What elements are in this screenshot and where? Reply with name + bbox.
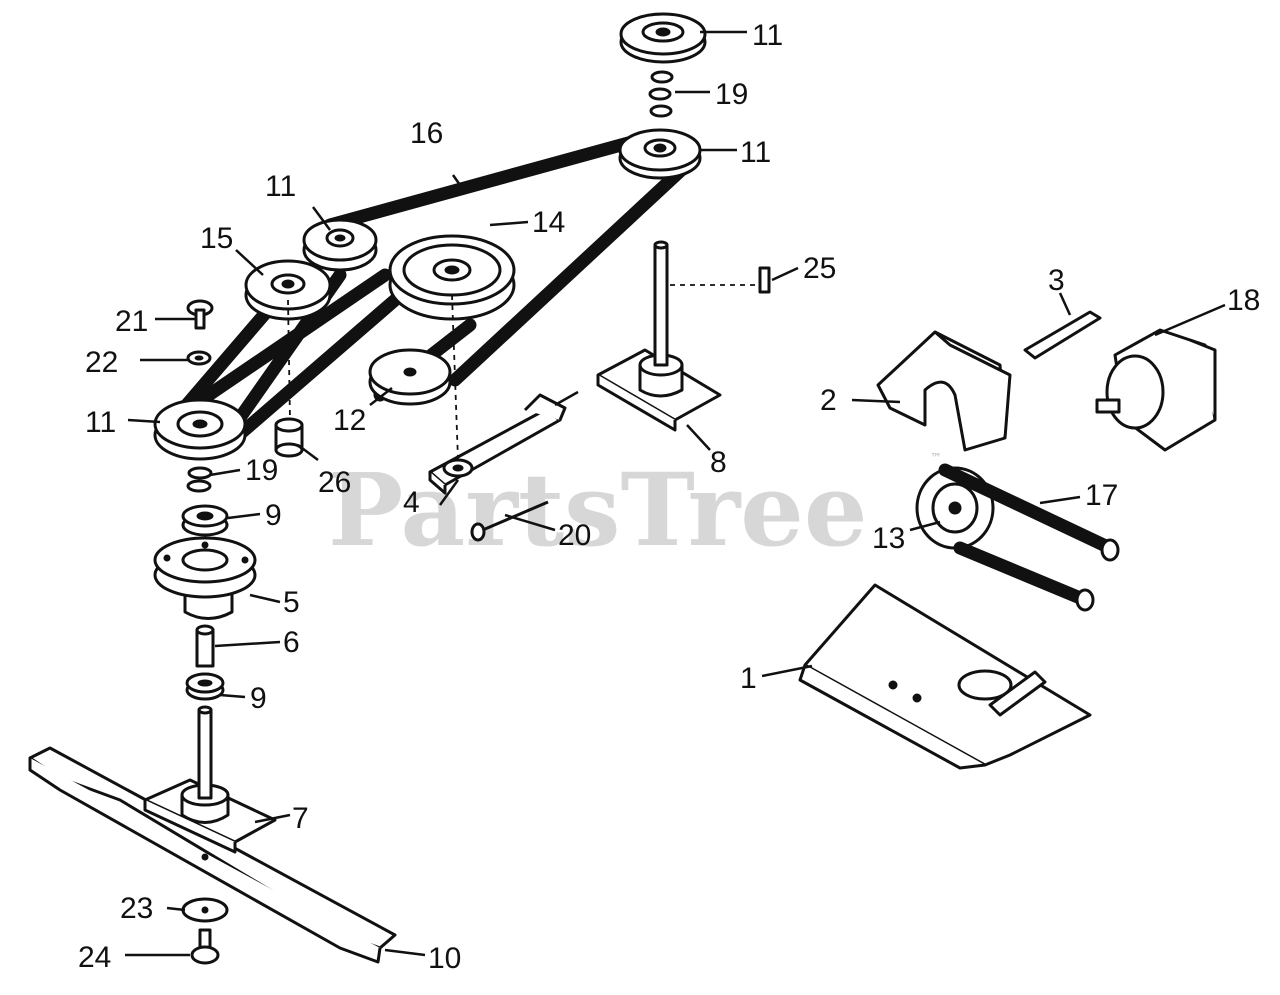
callout-26: 26 xyxy=(318,466,351,499)
callout-18: 18 xyxy=(1227,284,1260,317)
spindle-8[interactable] xyxy=(596,240,722,432)
callout-22: 22 xyxy=(85,346,118,379)
callout-19-top: 19 xyxy=(715,78,748,111)
pulley-15[interactable] xyxy=(244,259,332,321)
callout-5: 5 xyxy=(283,586,300,619)
callout-21: 21 xyxy=(115,305,148,338)
callout-6: 6 xyxy=(283,626,300,659)
callout-2: 2 xyxy=(820,384,837,417)
callout-3: 3 xyxy=(1048,264,1065,297)
callout-9-upper: 9 xyxy=(265,499,282,532)
belt-guard-2[interactable] xyxy=(876,330,1012,452)
callout-20: 20 xyxy=(558,519,591,552)
callout-11-lower-left: 11 xyxy=(85,406,116,439)
callout-17: 17 xyxy=(1085,479,1118,512)
idler-bracket-4[interactable] xyxy=(428,393,567,495)
callout-7: 7 xyxy=(292,802,309,835)
gearbox-18[interactable] xyxy=(1095,328,1217,452)
callout-25: 25 xyxy=(803,252,836,285)
callout-13: 13 xyxy=(872,522,905,555)
shaft-6[interactable] xyxy=(195,624,215,668)
washers-19-top[interactable] xyxy=(648,70,674,118)
washers-19-lower[interactable] xyxy=(186,466,213,493)
spindle-housing-5[interactable] xyxy=(153,536,257,620)
callout-9-lower: 9 xyxy=(250,682,267,715)
bracket-leader xyxy=(554,390,579,407)
callout-1: 1 xyxy=(740,662,757,695)
bearing-9-upper[interactable] xyxy=(181,504,229,537)
spindle-assembly-7[interactable] xyxy=(143,705,277,854)
callout-11-top: 11 xyxy=(752,19,783,52)
callout-15: 15 xyxy=(200,222,233,255)
callout-19-lower: 19 xyxy=(245,454,278,487)
callout-16: 16 xyxy=(410,117,443,150)
axis-line-26 xyxy=(287,299,291,421)
callout-24: 24 xyxy=(78,941,111,974)
pulley-12[interactable] xyxy=(368,348,452,406)
pulley-14[interactable] xyxy=(388,234,516,321)
blade-10[interactable] xyxy=(28,746,397,964)
watermark-trademark: ™ xyxy=(930,451,942,465)
pulley-11-lower-left[interactable] xyxy=(153,398,247,461)
plate-3[interactable] xyxy=(1023,310,1102,360)
pulley-11-upper-left[interactable] xyxy=(302,218,378,272)
callout-11-upper-left: 11 xyxy=(265,170,296,203)
key-25[interactable] xyxy=(758,266,771,294)
leader-lines xyxy=(125,30,1226,957)
callout-23: 23 xyxy=(120,892,153,925)
callout-12: 12 xyxy=(333,404,366,437)
bolt-21[interactable] xyxy=(186,299,214,330)
washer-23[interactable] xyxy=(181,897,229,923)
callout-4: 4 xyxy=(403,486,420,519)
callout-11-right: 11 xyxy=(740,136,771,169)
pulley-11-right[interactable] xyxy=(618,128,702,180)
spacer-26[interactable] xyxy=(274,417,304,458)
deck-section-1[interactable] xyxy=(798,583,1092,770)
callouts: 11 19 11 16 11 15 14 21 22 11 12 26 19 9… xyxy=(78,19,1260,975)
callout-14: 14 xyxy=(532,206,565,239)
callout-10: 10 xyxy=(428,942,461,975)
bolt-24[interactable] xyxy=(190,928,220,965)
washer-22[interactable] xyxy=(186,350,212,366)
watermark: PartsTree xyxy=(328,451,868,569)
bearing-9-lower[interactable] xyxy=(185,672,225,701)
callout-8: 8 xyxy=(710,446,727,479)
belt-17[interactable] xyxy=(938,463,1120,612)
pulley-11-top[interactable] xyxy=(619,12,707,64)
axis-line-4 xyxy=(451,294,459,461)
